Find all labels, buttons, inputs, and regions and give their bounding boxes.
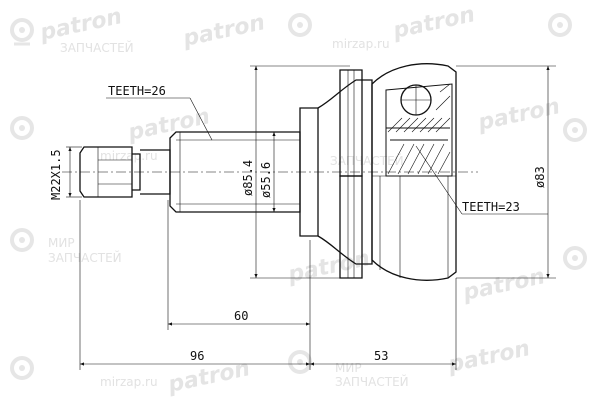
dim-dia-85-label: ø85.4	[241, 160, 255, 196]
cv-joint-part	[62, 63, 478, 281]
teeth-23-label: TEETH=23	[462, 200, 520, 214]
dimension-layer: M22X1.5 TEETH=26 ø85.4 ø55.6 ø83 TEETH=2…	[49, 65, 556, 370]
bell-housing	[371, 63, 457, 281]
watermark-logo: patron	[445, 336, 532, 378]
watermark-site: mirzap.ru	[332, 37, 390, 51]
watermark-pin-icon	[563, 246, 587, 270]
dim-60-label: 60	[234, 309, 248, 323]
watermark-site: mirzap.ru	[100, 149, 158, 163]
watermark-store: МИР	[335, 361, 362, 375]
watermark-store: МИР	[48, 236, 75, 250]
watermark-logo: patron	[460, 264, 547, 306]
watermark-logo: patron	[475, 94, 562, 136]
watermark-store: ЗАПЧАСТЕЙ	[335, 374, 409, 389]
watermark-pin-icon	[10, 356, 34, 380]
watermark-store: ЗАПЧАСТЕЙ	[60, 40, 134, 55]
watermark-logo: patron	[285, 246, 372, 288]
watermark-store: ЗАПЧАСТЕЙ	[330, 153, 404, 168]
teeth-26-label: TEETH=26	[108, 84, 166, 98]
watermark-pin-icon	[10, 116, 34, 140]
leader-teeth-23	[415, 145, 463, 215]
section-hatching	[387, 83, 451, 175]
watermark-pin-icon	[548, 13, 572, 37]
watermark-logo: patron	[37, 4, 124, 46]
watermark-pin-icon	[288, 350, 312, 374]
shaft-neck	[132, 153, 141, 191]
watermark-logo: patron	[390, 2, 477, 44]
watermark-pin-icon	[10, 18, 34, 46]
abs-ring-lower	[339, 175, 363, 279]
section-view	[385, 83, 453, 177]
dim-dia-55-label: ø55.6	[259, 162, 273, 198]
watermark-pin-icon	[563, 118, 587, 142]
leader-teeth-26-arrow	[189, 97, 213, 141]
dim-53-label: 53	[374, 349, 388, 363]
watermark-logo: patron	[165, 356, 252, 398]
dim-thread-label: M22X1.5	[49, 149, 63, 200]
watermark-logo: patron	[180, 10, 267, 52]
dim-96-label: 96	[190, 349, 204, 363]
watermark-store: ЗАПЧАСТЕЙ	[48, 250, 122, 265]
watermark-pin-icon	[288, 13, 312, 37]
threaded-tip	[79, 146, 133, 198]
dim-dia-83-label: ø83	[533, 166, 547, 188]
watermark-pin-icon	[10, 228, 34, 252]
watermark-site: mirzap.ru	[100, 375, 158, 389]
